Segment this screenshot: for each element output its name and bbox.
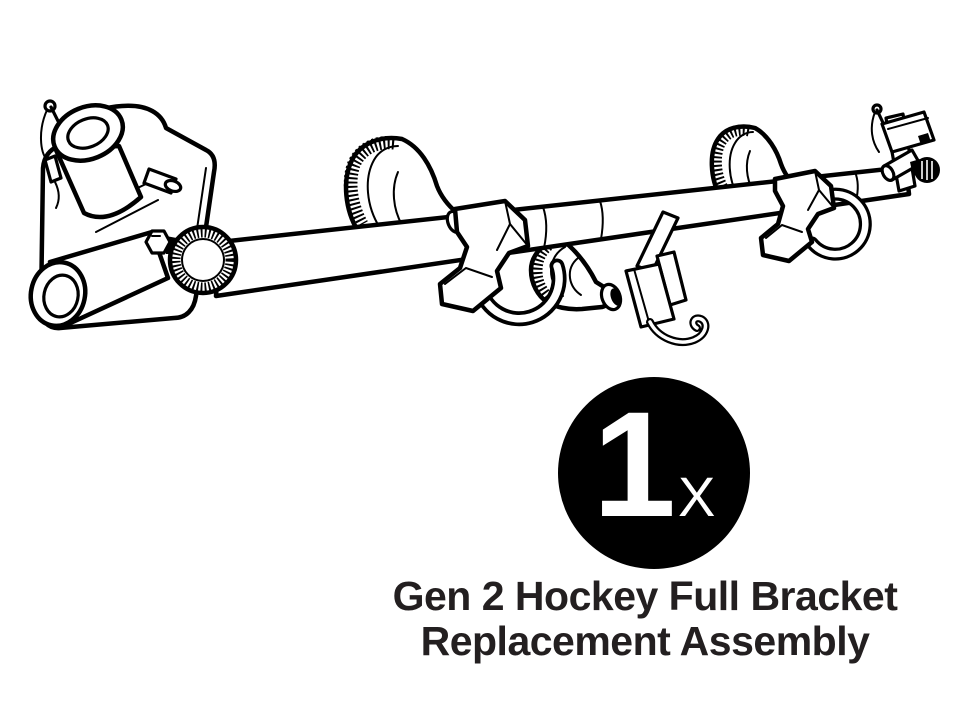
- quantity-badge-text: 1 X: [558, 389, 750, 539]
- part-caption-line-2: Replacement Assembly: [420, 618, 870, 664]
- curl-hook-icon: [646, 314, 710, 346]
- mount-top-cylinder: [50, 103, 144, 220]
- plate-pin: [142, 167, 183, 195]
- retaining-pin-lanyard-icon: [40, 99, 63, 209]
- end-fitting-icon: [870, 103, 940, 193]
- quantity-badge: 1 X: [558, 377, 750, 569]
- frame-clamp-right-icon: [758, 168, 837, 264]
- end-knob-icon: [914, 157, 940, 183]
- part-caption-line-1: Gen 2 Hockey Full Bracket: [392, 573, 898, 619]
- quantity-value: 1: [592, 380, 676, 548]
- locking-knob-icon: [167, 224, 239, 296]
- frame-clamp-left-icon: [437, 198, 531, 314]
- mount-bottom-tube: [28, 229, 171, 329]
- strap-bracket-icon: [599, 210, 688, 329]
- pivot-mount-bracket-icon: [28, 99, 239, 331]
- part-caption: Gen 2 Hockey Full Bracket Replacement As…: [285, 574, 960, 664]
- quantity-multiplier: X: [678, 465, 716, 528]
